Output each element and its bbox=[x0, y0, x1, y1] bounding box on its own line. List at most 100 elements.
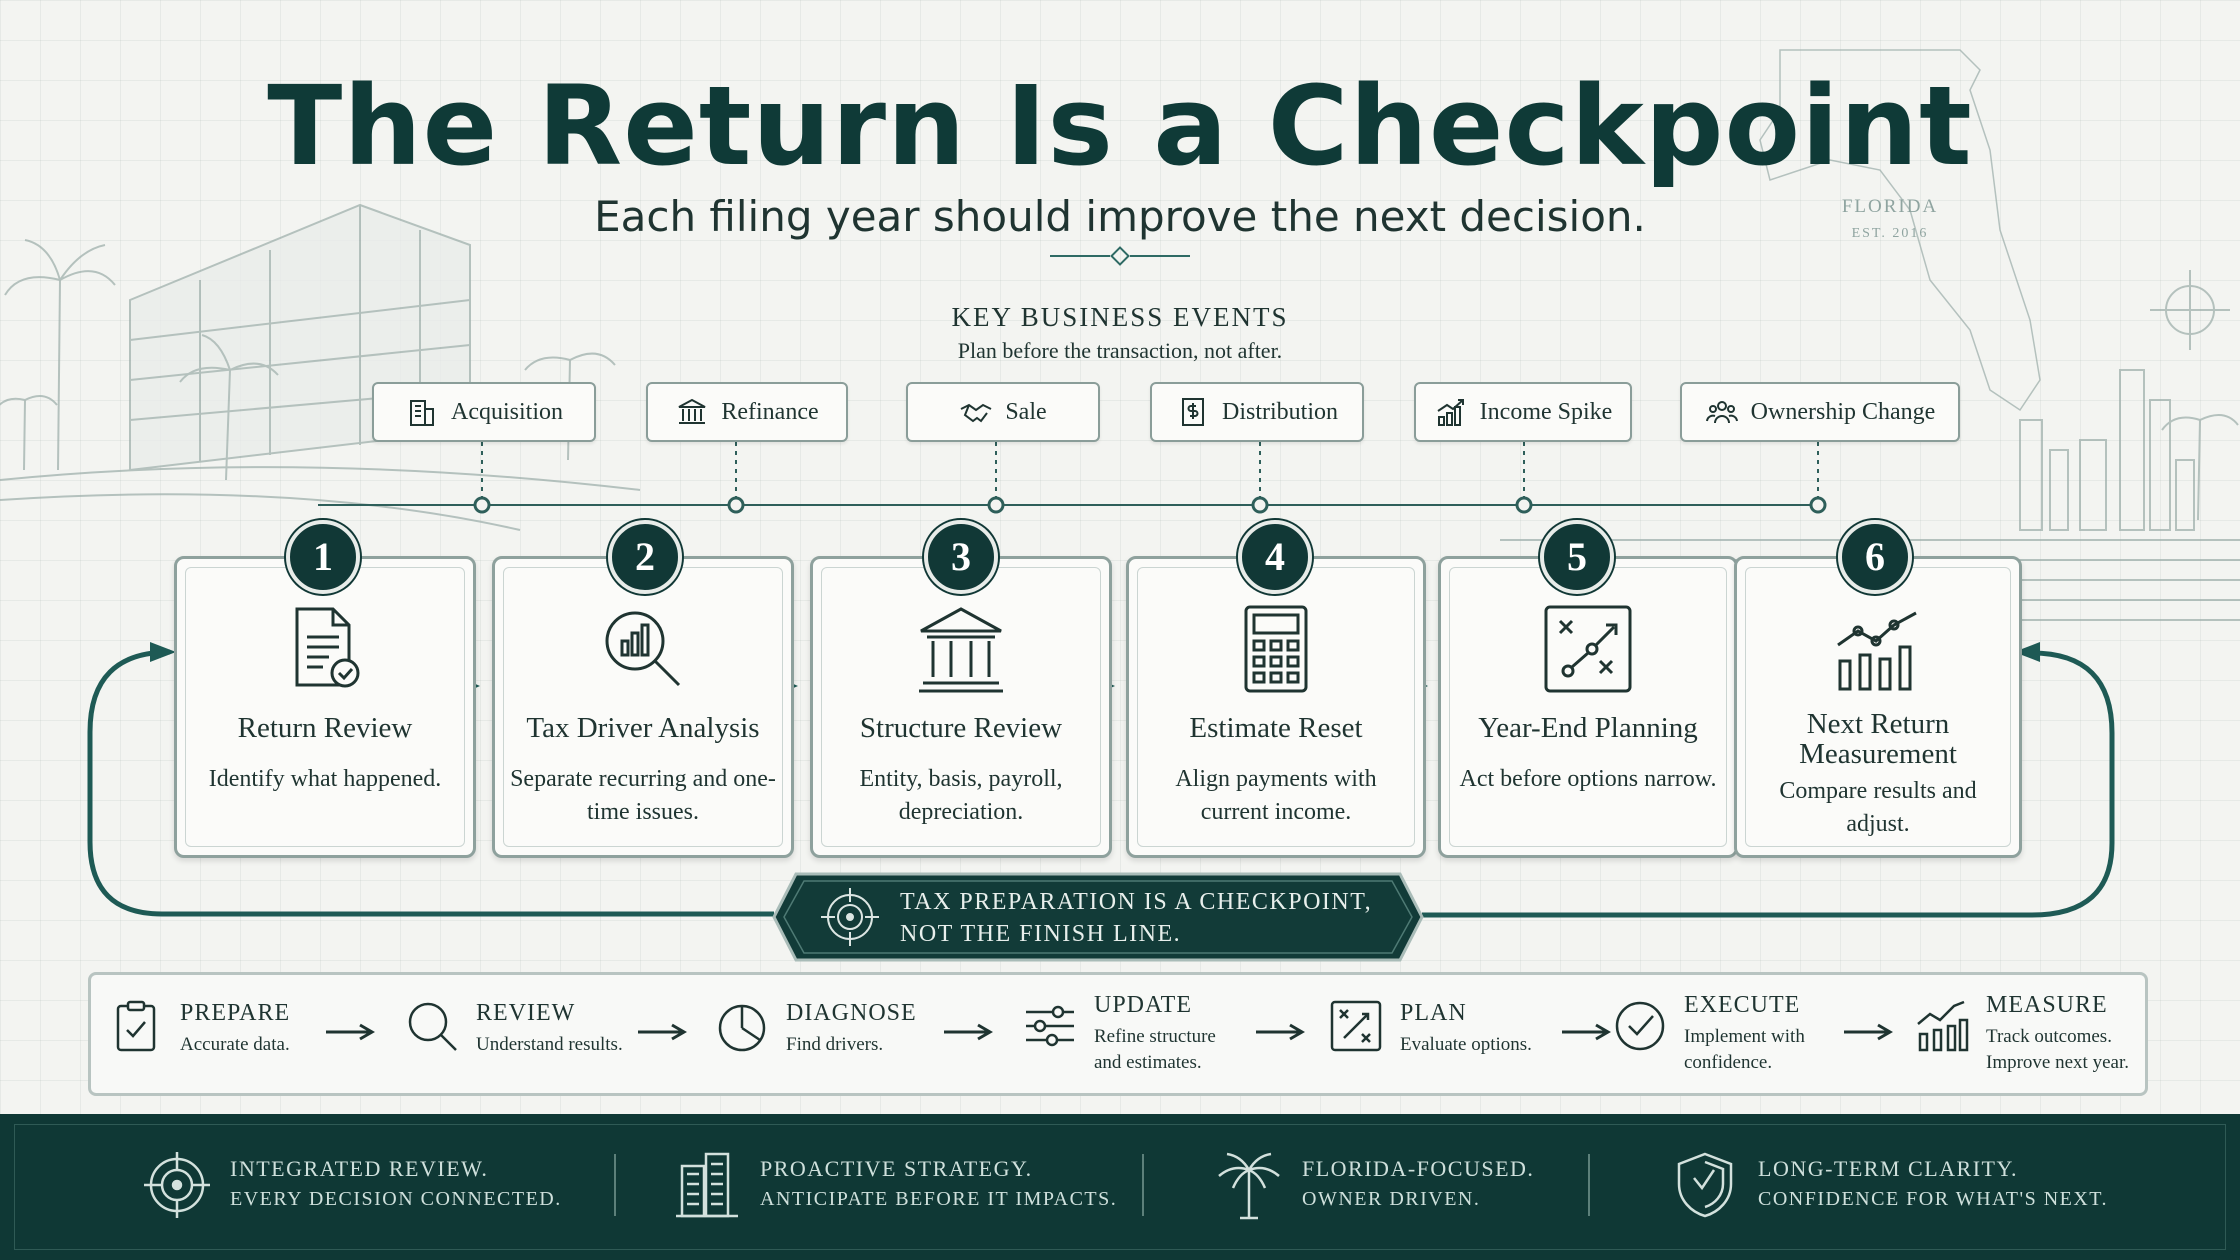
step-card-structure-review: Structure Review Entity, basis, payroll,… bbox=[810, 556, 1112, 858]
process-arrow-5 bbox=[1562, 1023, 1611, 1041]
shield-icon bbox=[1677, 1152, 1733, 1218]
process-description: Evaluate options. bbox=[1400, 1034, 1532, 1055]
banner-line2: NOT THE FINISH LINE. bbox=[900, 921, 1182, 947]
step-title: Structure Review bbox=[859, 712, 1063, 744]
footer-item-proactive-strategy: PROACTIVE STRATEGY. ANTICIPATE BEFORE IT… bbox=[672, 1150, 1122, 1220]
dollar-document-icon bbox=[1181, 398, 1204, 426]
bar-trend-icon bbox=[1917, 1000, 1969, 1052]
process-desc-line2: Improve next year. bbox=[1986, 1052, 2129, 1073]
process-step-execute: EXECUTE Implement with confidence. bbox=[1612, 990, 1842, 1080]
event-label: Ownership Change bbox=[1750, 398, 1936, 425]
rising-bars-icon bbox=[1437, 399, 1464, 426]
step-title-line1: Next Return bbox=[1806, 708, 1950, 740]
step-description: Align payments with current income. bbox=[1175, 766, 1377, 825]
sliders-icon bbox=[1026, 1005, 1074, 1047]
event-label: Sale bbox=[1005, 398, 1047, 425]
process-desc-line2: confidence. bbox=[1684, 1052, 1773, 1073]
step-badge-2: 2 bbox=[608, 520, 682, 594]
event-income-spike: Income Spike bbox=[1414, 382, 1632, 442]
step-title: Return Review bbox=[237, 712, 413, 744]
event-acquisition: Acquisition bbox=[372, 382, 596, 442]
step-description: Act before options narrow. bbox=[1459, 766, 1717, 792]
event-label: Acquisition bbox=[451, 398, 563, 425]
florida-state: FLORIDA bbox=[1841, 196, 1939, 217]
process-step-measure: MEASURE Track outcomes. Improve next year… bbox=[1914, 990, 2134, 1080]
footer-separator bbox=[1588, 1154, 1590, 1216]
process-title: MEASURE bbox=[1986, 992, 2108, 1018]
buildings-icon bbox=[676, 1152, 738, 1218]
process-title: UPDATE bbox=[1094, 992, 1193, 1018]
check-circle-icon bbox=[1615, 1001, 1665, 1051]
document-check-icon bbox=[295, 607, 360, 688]
columns-building-icon bbox=[919, 607, 1003, 693]
footer-line1: PROACTIVE STRATEGY. bbox=[760, 1156, 1033, 1181]
process-strip bbox=[88, 972, 2148, 1096]
event-label: Distribution bbox=[1221, 398, 1338, 425]
magnifier-icon bbox=[408, 1002, 457, 1051]
step-badge-3: 3 bbox=[924, 520, 998, 594]
event-distribution: Distribution bbox=[1150, 382, 1364, 442]
process-title: EXECUTE bbox=[1684, 992, 1801, 1018]
event-sale: Sale bbox=[906, 382, 1100, 442]
checkpoint-banner-text: TAX PREPARATION IS A CHECKPOINT, NOT THE… bbox=[900, 886, 1400, 950]
process-arrow-2 bbox=[638, 1023, 687, 1041]
step-card-estimate-reset: Estimate Reset Align payments with curre… bbox=[1126, 556, 1426, 858]
florida-est: EST. 2016 bbox=[1851, 226, 1929, 241]
target-icon bbox=[821, 888, 879, 946]
banner-line1: TAX PREPARATION IS A CHECKPOINT, bbox=[900, 889, 1373, 915]
footer-line2: EVERY DECISION CONNECTED. bbox=[230, 1188, 562, 1210]
step-badge-5: 5 bbox=[1540, 520, 1614, 594]
process-description: Track outcomes. Improve next year. bbox=[1986, 1024, 2129, 1076]
palm-tree-icon bbox=[1218, 1152, 1280, 1220]
process-description: Find drivers. bbox=[786, 1034, 884, 1055]
step-card-return-review: Return Review Identify what happened. bbox=[174, 556, 476, 858]
step-description: Entity, basis, payroll, depreciation. bbox=[859, 766, 1063, 825]
footer-line1: FLORIDA-FOCUSED. bbox=[1302, 1156, 1535, 1181]
process-title: DIAGNOSE bbox=[786, 1000, 917, 1026]
step-description: Compare results and adjust. bbox=[1779, 778, 1977, 837]
footer-line1: INTEGRATED REVIEW. bbox=[230, 1156, 489, 1181]
bank-icon bbox=[678, 398, 706, 424]
step-card-tax-driver-analysis: Tax Driver Analysis Separate recurring a… bbox=[492, 556, 794, 858]
strategy-board-icon bbox=[1544, 605, 1632, 693]
step-title: Estimate Reset bbox=[1189, 712, 1363, 744]
key-events-subtitle: Plan before the transaction, not after. bbox=[957, 338, 1283, 363]
step-badge-1: 1 bbox=[286, 520, 360, 594]
event-refinance: Refinance bbox=[646, 382, 848, 442]
checkpoint-banner bbox=[772, 872, 1424, 962]
step-description: Identify what happened. bbox=[208, 766, 442, 792]
process-step-prepare: PREPARE Accurate data. bbox=[108, 990, 308, 1080]
process-step-review: REVIEW Understand results. bbox=[404, 990, 654, 1080]
footer-line1: LONG-TERM CLARITY. bbox=[1758, 1156, 2019, 1181]
process-desc-line2: and estimates. bbox=[1094, 1052, 1202, 1073]
pie-chart-icon bbox=[718, 1004, 766, 1052]
process-desc-line1: Track outcomes. bbox=[1986, 1026, 2112, 1047]
process-title: PLAN bbox=[1400, 1000, 1467, 1026]
magnifier-chart-icon bbox=[605, 611, 681, 687]
footer-separator bbox=[1142, 1154, 1144, 1216]
process-title: PREPARE bbox=[180, 1000, 291, 1026]
event-label: Income Spike bbox=[1479, 398, 1613, 425]
footer-line2: ANTICIPATE BEFORE IT IMPACTS. bbox=[760, 1188, 1118, 1210]
handshake-icon bbox=[960, 403, 992, 423]
process-step-diagnose: DIAGNOSE Find drivers. bbox=[714, 990, 917, 1080]
process-description: Understand results. bbox=[476, 1034, 623, 1055]
step-badge-4: 4 bbox=[1238, 520, 1312, 594]
step-badge-6: 6 bbox=[1838, 520, 1912, 594]
strategy-icon bbox=[1330, 1000, 1382, 1052]
process-desc-line1: Implement with bbox=[1684, 1026, 1805, 1047]
building-icon bbox=[410, 400, 434, 426]
process-description: Implement with confidence. bbox=[1684, 1024, 1805, 1076]
people-icon bbox=[1705, 401, 1738, 424]
footer-item-integrated-review: INTEGRATED REVIEW. EVERY DECISION CONNEC… bbox=[142, 1150, 572, 1220]
growth-chart-icon bbox=[1837, 611, 1917, 691]
page-title: The Return Is a Checkpoint bbox=[267, 62, 1973, 190]
footer-item-long-term-clarity: LONG-TERM CLARITY. CONFIDENCE FOR WHAT'S… bbox=[1670, 1150, 2120, 1220]
footer-item-florida-focused: FLORIDA-FOCUSED. OWNER DRIVEN. bbox=[1214, 1150, 1574, 1220]
title-divider bbox=[1050, 246, 1190, 266]
footer-line2: OWNER DRIVEN. bbox=[1302, 1188, 1481, 1210]
calculator-icon bbox=[1244, 605, 1308, 693]
